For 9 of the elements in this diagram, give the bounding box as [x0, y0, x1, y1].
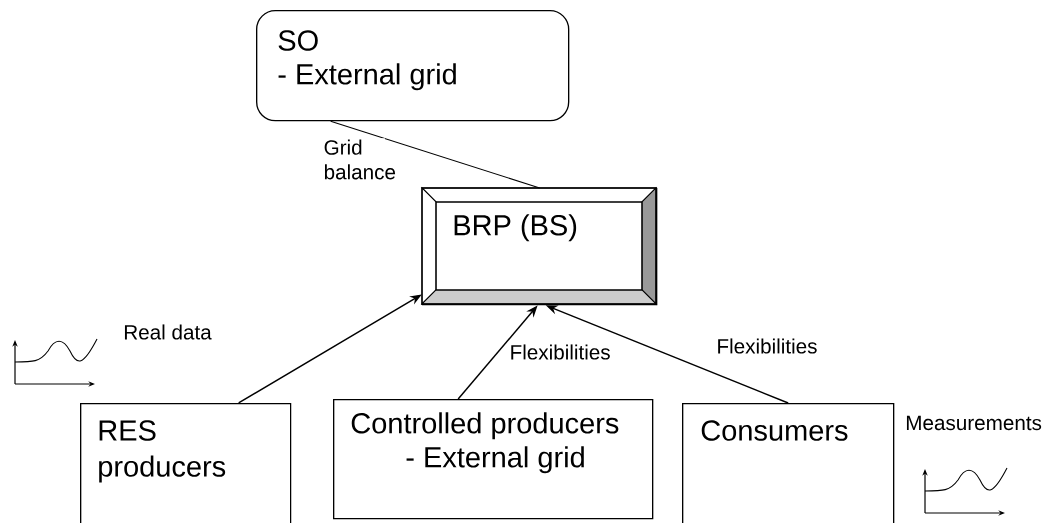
rounded-box: SO - External grid: [256, 10, 570, 122]
edge-label: Flexibilities: [508, 343, 612, 361]
label: Real data: [124, 324, 212, 340]
process-box: RES producers: [80, 403, 292, 523]
process-box: Consumers: [682, 403, 895, 523]
connector-line: [330, 120, 541, 189]
edge-label: Grid balance: [322, 138, 396, 181]
process-box: Controlled producers - External grid: [333, 399, 654, 520]
edge-label: Flexibilities: [715, 337, 819, 355]
